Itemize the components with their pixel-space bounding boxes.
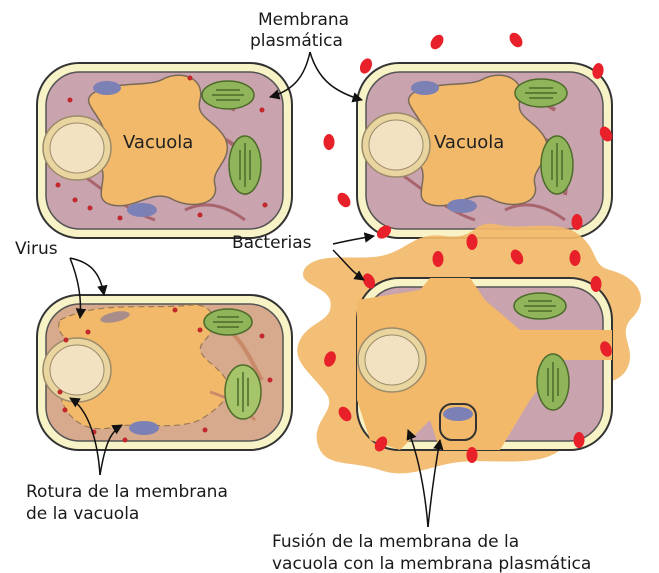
bacterium (574, 432, 585, 448)
bacterium (467, 234, 478, 250)
cell-1-mitochondrion-a (93, 81, 121, 95)
bacterias-arrow-1 (333, 236, 374, 244)
bacterium (324, 134, 335, 150)
bacterium (591, 276, 602, 292)
bacterium (335, 190, 353, 209)
vacuola-label-2: Vacuola (434, 132, 504, 153)
bacterium (507, 30, 525, 49)
virus-arrow-2 (70, 258, 104, 295)
membrana-arrow-right (310, 52, 362, 100)
fusion-label-line1: Fusión de la membrana de la (272, 532, 519, 552)
bacterium (433, 251, 444, 267)
bacterias-label: Bacterias (232, 233, 312, 253)
rotura-label-line1: Rotura de la membrana (26, 482, 228, 502)
virus-label: Virus (15, 239, 58, 259)
cell-1: Vacuola (37, 63, 292, 238)
cell-2-mitochondrion-a (411, 81, 439, 95)
cell-2-mitochondrion-b (447, 199, 477, 213)
fusion-label-line2: vacuola con la membrana plasmática (272, 554, 591, 573)
cell-1-nucleus (50, 123, 104, 173)
membrana-label-line1: Membrana (258, 10, 349, 30)
cell-4-nucleus (365, 335, 419, 385)
bacterium (570, 250, 581, 266)
cell-1-mitochondrion-b (127, 203, 157, 217)
cell-2-nucleus (369, 120, 423, 170)
cell-4 (297, 224, 641, 474)
cell-3-mitochondrion (129, 421, 159, 435)
cell-4-mitochondrion (443, 407, 473, 421)
vacuola-label-1: Vacuola (123, 132, 193, 153)
cell-3-nucleus (50, 345, 104, 395)
cell-2: Vacuola (357, 63, 612, 238)
rotura-label-line2: de la vacuola (26, 504, 139, 524)
bacterium (572, 214, 583, 230)
bacterium (428, 32, 446, 51)
cell-3 (37, 295, 292, 450)
bacterium (467, 447, 478, 463)
membrana-label-line2: plasmática (250, 31, 343, 51)
